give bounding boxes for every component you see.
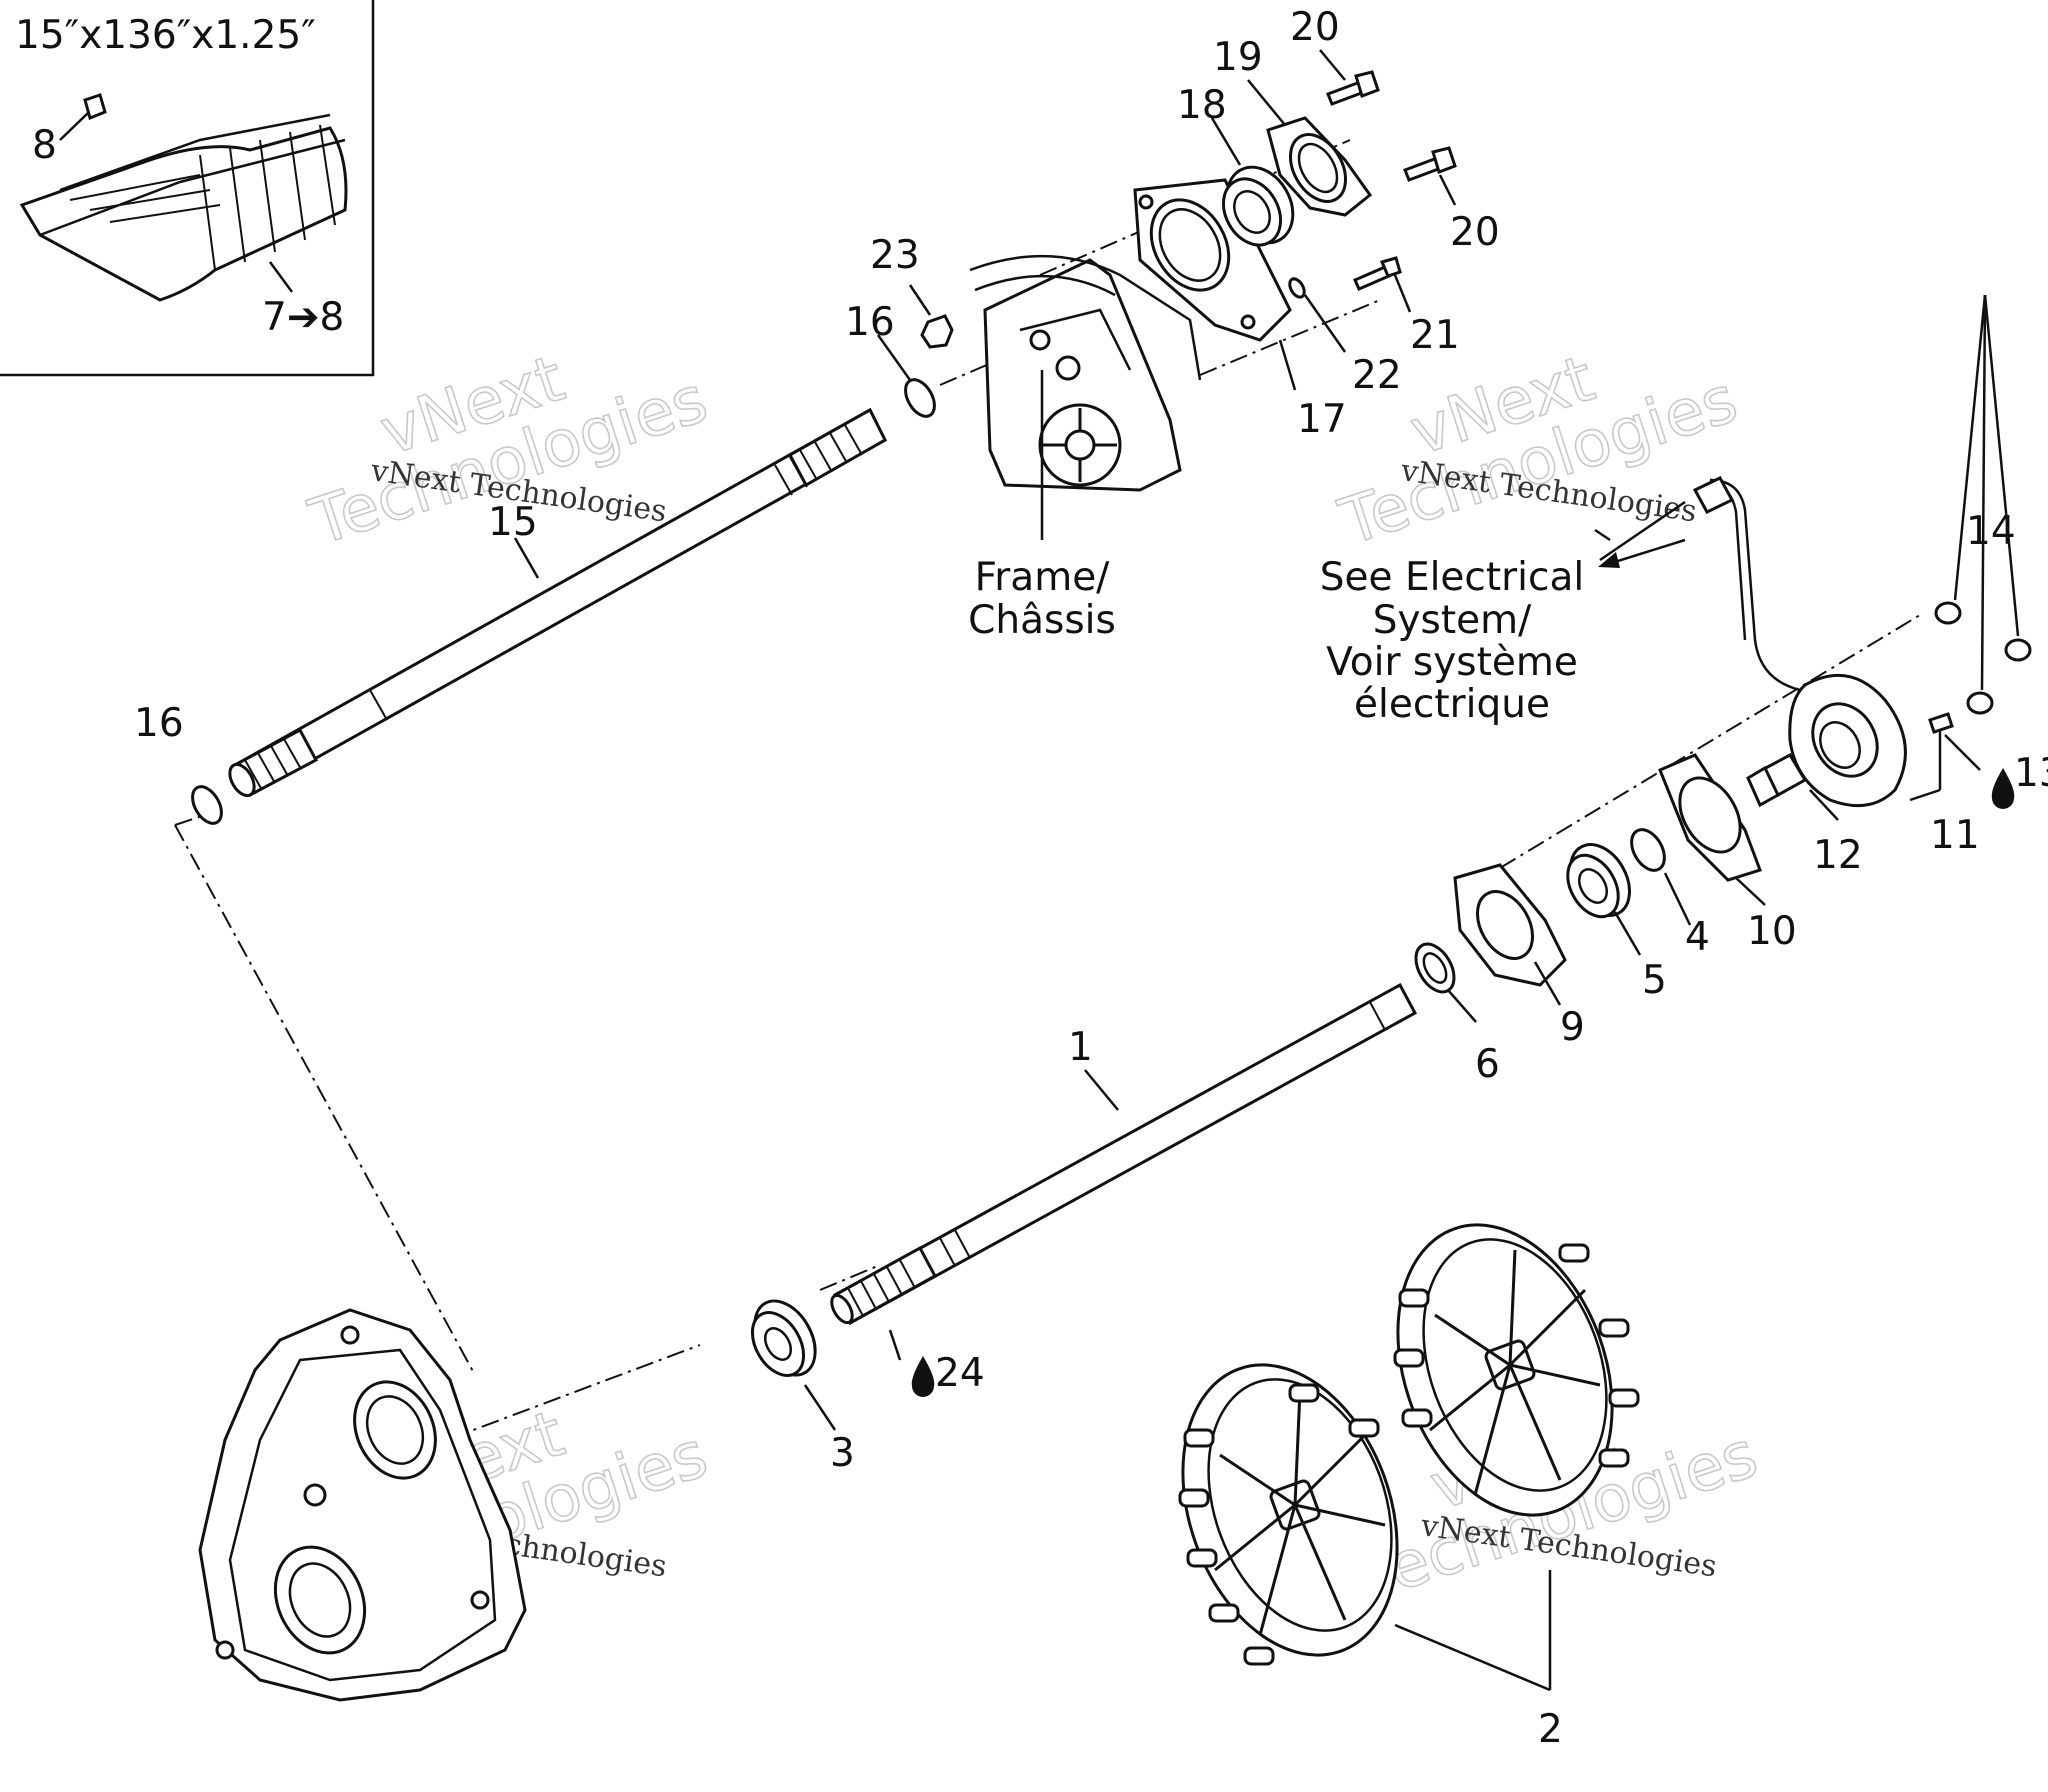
bolt-20-lower [1403, 146, 1457, 182]
callout-20-bottom: 20 [1450, 210, 1500, 255]
callout-2: 2 [1538, 1707, 1563, 1752]
circlip-4 [1630, 828, 1666, 872]
leader-lines [513, 49, 2020, 1692]
chaincase-housing [198, 1308, 527, 1702]
callout-16-upper: 16 [845, 300, 895, 345]
seal-3 [750, 1299, 817, 1377]
drive-axle-1 [830, 982, 1418, 1326]
flange-19 [1266, 116, 1373, 217]
oil-drop-icon [1991, 768, 2015, 809]
callout-21: 21 [1410, 313, 1460, 358]
driveshaft-15 [228, 407, 887, 798]
callout-16-lower: 16 [134, 701, 184, 746]
callout-13: 13 [2014, 751, 2048, 796]
svg-text:électrique: électrique [1354, 682, 1550, 727]
inset-border [0, 0, 375, 377]
callout-19: 19 [1213, 35, 1263, 80]
callout-24: 24 [935, 1351, 985, 1396]
track-size-label: 15″x136″x1.25″ [15, 13, 316, 58]
o-ring-16-lower [191, 785, 223, 825]
bearing-5 [1566, 843, 1631, 919]
sensor-housing-11 [1788, 673, 1954, 808]
frame-label: Frame/ Châssis [968, 555, 1116, 643]
o-ring-16-upper [904, 378, 936, 418]
nut-14-a [1934, 601, 1962, 625]
callout-10: 10 [1747, 909, 1797, 954]
callout-6: 6 [1475, 1042, 1500, 1087]
electrical-system-label: See Electrical System/ Voir système élec… [1320, 555, 1584, 727]
arrow-right-icon [1598, 538, 1686, 568]
svg-text:Châssis: Châssis [968, 598, 1116, 643]
callout-12: 12 [1813, 833, 1863, 878]
callout-17: 17 [1297, 397, 1347, 442]
plate-10 [1658, 753, 1762, 882]
callout-23: 23 [870, 233, 920, 278]
svg-text:Frame/: Frame/ [975, 555, 1111, 600]
sprocket-2-front [1178, 1363, 1399, 1666]
nut-23 [920, 314, 954, 349]
track-inset: 15″x136″x1.25″ 8 7➔8 [0, 0, 375, 377]
callout-4: 4 [1685, 915, 1710, 960]
track-callout: 7➔8 [262, 295, 344, 340]
bearing-18 [1221, 165, 1295, 247]
callout-20-top: 20 [1290, 5, 1340, 50]
callout-15: 15 [488, 500, 538, 545]
track-illustration [19, 93, 348, 302]
nut-14-c [1966, 691, 1994, 715]
svg-text:See Electrical: See Electrical [1320, 555, 1584, 600]
callout-5: 5 [1642, 958, 1667, 1003]
callout-11: 11 [1930, 813, 1980, 858]
callout-22: 22 [1352, 353, 1402, 398]
callout-9: 9 [1560, 1005, 1585, 1050]
washer-22 [1288, 277, 1306, 299]
sprocket-2-rear [1393, 1223, 1640, 1517]
callout-3: 3 [830, 1431, 855, 1476]
bolt-20-upper [1326, 70, 1380, 106]
callout-1: 1 [1068, 1025, 1093, 1070]
callout-14: 14 [1966, 509, 2016, 554]
svg-text:Voir système: Voir système [1326, 640, 1578, 685]
svg-text:System/: System/ [1373, 598, 1532, 643]
oil-drop-icon [911, 1356, 935, 1397]
rotor-12 [1746, 753, 1808, 808]
speed-sensor-harness [1692, 476, 1801, 692]
bolt-21 [1353, 256, 1402, 291]
flange-9 [1453, 863, 1567, 987]
nut-14-b [2004, 638, 2032, 662]
callout-18: 18 [1177, 83, 1227, 128]
spacer-6 [1414, 942, 1456, 994]
clip-callout: 8 [32, 123, 57, 168]
frame-chassis [969, 254, 1202, 492]
